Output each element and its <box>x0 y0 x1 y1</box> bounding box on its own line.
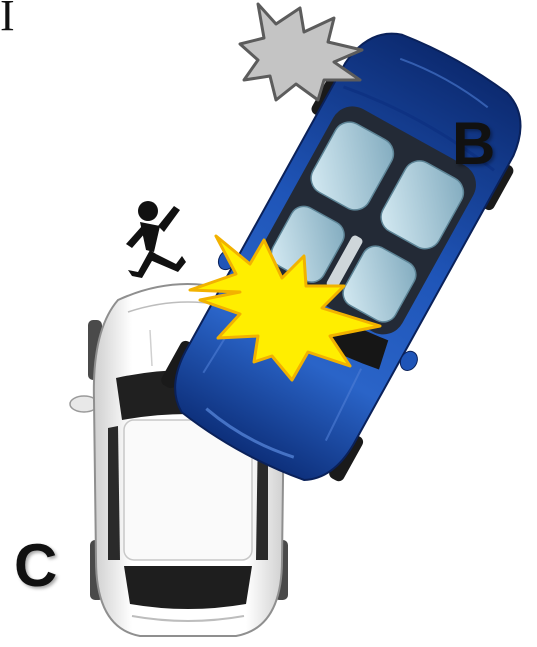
falling-person-icon <box>126 201 186 278</box>
top-left-label: I <box>0 0 15 38</box>
car-c-label: C <box>14 536 57 596</box>
car-b-label: B <box>452 114 495 174</box>
